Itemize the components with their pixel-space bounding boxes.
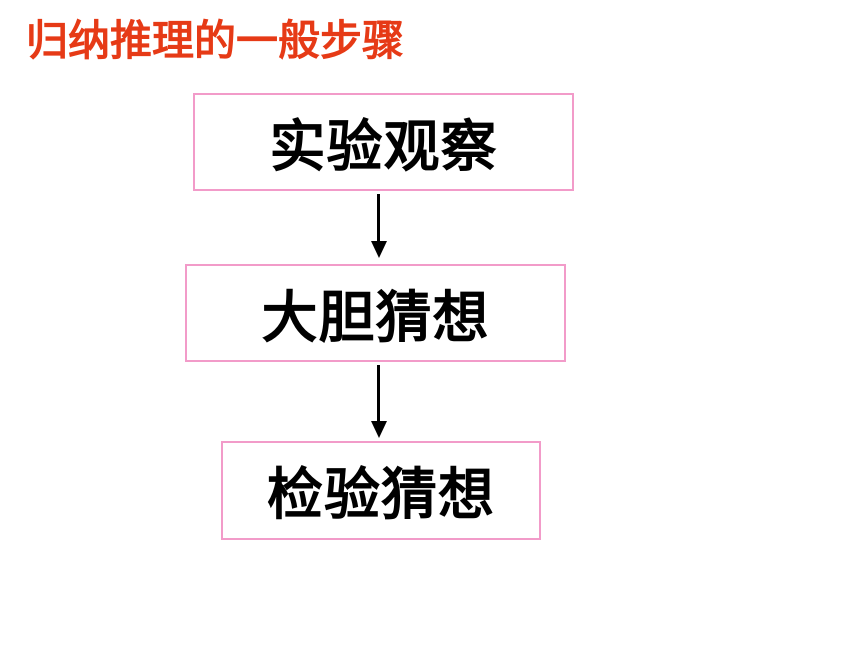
step-box-observe: 实验观察 (193, 93, 574, 191)
step-label: 大胆猜想 (261, 285, 490, 351)
step-box-verify: 检验猜想 (221, 441, 541, 540)
step-label: 实验观察 (269, 114, 498, 180)
step-box-guess: 大胆猜想 (185, 264, 566, 362)
down-arrow-icon (369, 365, 389, 438)
down-arrow-icon (369, 194, 389, 258)
arrow-head (371, 241, 387, 258)
arrow-shaft (377, 194, 380, 244)
step-label: 检验猜想 (267, 463, 495, 528)
arrow-shaft (377, 365, 380, 424)
arrow-head (371, 421, 387, 438)
slide-title: 归纳推理的一般步骤 (26, 16, 405, 65)
